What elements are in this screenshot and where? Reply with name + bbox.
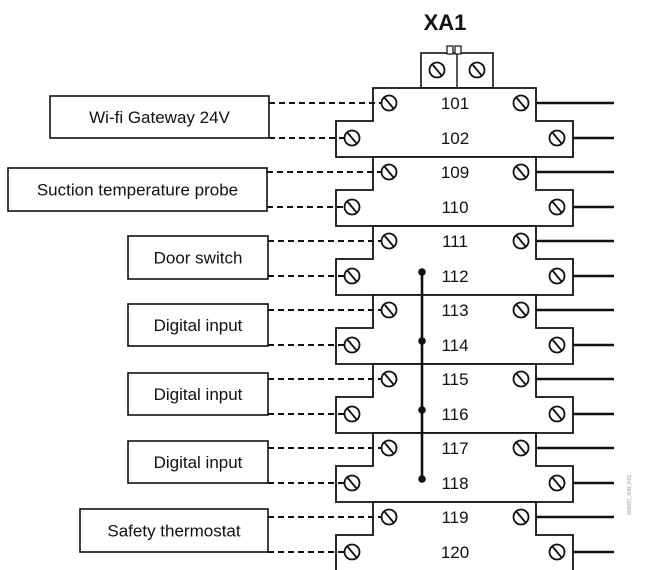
terminal-block-title: XA1 (424, 10, 467, 35)
screw-terminal-icon (548, 474, 566, 492)
screw-terminal-icon (343, 198, 361, 216)
device-label: Digital input (154, 316, 243, 335)
field-wire (536, 446, 614, 485)
screw-terminal-icon (512, 508, 530, 526)
terminal-module: 117 118 (335, 432, 614, 503)
terminal-number: 117 (441, 439, 468, 458)
device-box: Digital input (127, 440, 269, 484)
field-wire (536, 308, 614, 347)
device-box: Safety thermostat (79, 508, 269, 553)
screw-terminal-icon (548, 198, 566, 216)
terminal-number: 111 (442, 232, 468, 251)
device-box: Suction temperature probe (7, 167, 268, 212)
device-box: Door switch (127, 235, 269, 280)
screw-terminal-icon (380, 439, 398, 457)
screw-terminal-icon (548, 129, 566, 147)
field-wire (536, 170, 614, 209)
reference-code: 000097_00B_R01 (627, 474, 633, 515)
screw-terminal-icon (343, 129, 361, 147)
dashed-lead (268, 447, 381, 484)
screw-terminal-icon (380, 508, 398, 526)
screw-terminal-icon (548, 267, 566, 285)
device-label: Suction temperature probe (37, 181, 238, 200)
screw-terminal-icon (512, 439, 530, 457)
screw-terminal-icon (512, 94, 530, 112)
dashed-lead (268, 240, 381, 277)
common-bridge (418, 268, 426, 483)
terminal-number: 112 (441, 267, 468, 286)
device-label: Wi-fi Gateway 24V (89, 108, 230, 127)
screw-terminal-icon (512, 301, 530, 319)
screw-terminal-icon (343, 543, 361, 561)
dashed-lead (268, 516, 381, 553)
terminal-number: 120 (441, 543, 469, 562)
terminal-number: 119 (441, 508, 468, 527)
terminal-module: 109 110 (335, 156, 614, 227)
terminal-number: 101 (441, 94, 469, 113)
dashed-lead (267, 171, 381, 208)
screw-terminal-icon (343, 267, 361, 285)
screw-terminal-icon (343, 405, 361, 423)
device-label: Digital input (154, 453, 243, 472)
dashed-lead (269, 102, 381, 139)
terminal-number: 114 (441, 336, 468, 355)
screw-terminal-icon (548, 543, 566, 561)
terminal-number: 109 (441, 163, 469, 182)
top-connector (420, 45, 494, 89)
device-label: Safety thermostat (107, 522, 241, 541)
screw-terminal-icon (512, 370, 530, 388)
screw-terminal-icon (380, 94, 398, 112)
terminal-number: 115 (441, 370, 468, 389)
screw-terminal-icon (468, 61, 486, 79)
device-box: Digital input (127, 303, 269, 347)
dashed-lead (268, 378, 381, 415)
screw-terminal-icon (380, 163, 398, 181)
terminal-number: 116 (441, 405, 468, 424)
terminal-module: 115 116 (335, 363, 614, 434)
screw-terminal-icon (548, 336, 566, 354)
terminal-module: 113 114 (335, 294, 614, 365)
screw-terminal-icon (380, 301, 398, 319)
terminal-number: 113 (441, 301, 468, 320)
terminal-module: 111 112 (335, 225, 614, 296)
device-box: Wi-fi Gateway 24V (49, 95, 270, 139)
device-box: Digital input (127, 372, 269, 416)
screw-terminal-icon (380, 370, 398, 388)
screw-terminal-icon (428, 61, 446, 79)
terminal-module: 119 120 (335, 501, 614, 570)
device-label: Digital input (154, 385, 243, 404)
screw-terminal-icon (343, 474, 361, 492)
field-wire (536, 377, 614, 416)
field-wire (536, 101, 614, 140)
terminal-number: 118 (441, 474, 468, 493)
screw-terminal-icon (343, 336, 361, 354)
terminal-module: 101 102 (335, 87, 614, 158)
screw-terminal-icon (548, 405, 566, 423)
device-label: Door switch (154, 249, 243, 268)
field-wire (536, 239, 614, 278)
screw-terminal-icon (512, 232, 530, 250)
field-wire (536, 515, 614, 554)
screw-terminal-icon (380, 232, 398, 250)
terminal-number: 110 (441, 198, 468, 217)
terminal-number: 102 (441, 129, 469, 148)
screw-terminal-icon (512, 163, 530, 181)
dashed-lead (268, 309, 381, 346)
